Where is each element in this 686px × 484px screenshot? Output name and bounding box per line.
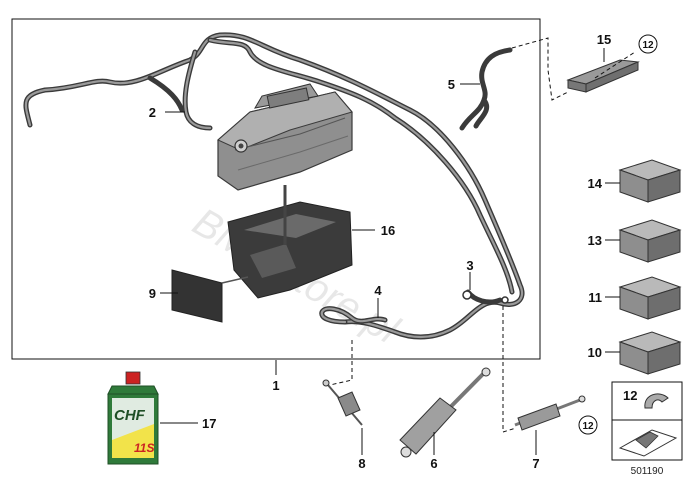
fluid-bottle: CHF 11S	[107, 371, 159, 465]
hose-part-5	[459, 47, 513, 131]
sensor-part-15	[566, 59, 640, 93]
callout-3: 3	[466, 258, 473, 273]
callout-12: 12	[623, 388, 637, 403]
box-part-14	[618, 159, 682, 203]
callout-4: 4	[374, 283, 382, 298]
sensor-part-8	[322, 379, 363, 426]
callout-7: 7	[532, 456, 539, 471]
callout-6: 6	[430, 456, 437, 471]
pad-part	[171, 269, 223, 323]
svg-text:12: 12	[582, 421, 594, 432]
callout-9: 9	[149, 286, 156, 301]
callout-16: 16	[381, 223, 395, 238]
callout-15: 15	[597, 32, 611, 47]
callout-2: 2	[149, 105, 156, 120]
callout-13: 13	[588, 233, 602, 248]
strut-part-6	[399, 367, 491, 458]
diagram-number: 501190	[631, 466, 664, 477]
svg-text:12: 12	[642, 40, 654, 51]
callout-5: 5	[448, 77, 455, 92]
bottle-code-text: 11S	[134, 441, 154, 455]
callout-14: 14	[588, 176, 603, 191]
callout-8: 8	[358, 456, 365, 471]
callout-11: 11	[588, 290, 602, 305]
callout-10: 10	[588, 345, 602, 360]
box-part-11	[618, 276, 682, 320]
bracket-part	[227, 185, 353, 299]
hose-lines	[23, 32, 525, 340]
clip-icon	[644, 393, 669, 409]
callout-1: 1	[272, 378, 279, 393]
strut-part-7	[514, 395, 586, 431]
bottle-brand-text: CHF	[114, 407, 146, 424]
leader-lines	[160, 37, 636, 455]
circled-ref-top: 12	[638, 34, 658, 54]
box-part-13	[618, 219, 682, 263]
assembly-frame	[11, 18, 541, 360]
legend-box: 12	[611, 381, 683, 461]
box-part-10	[618, 331, 682, 375]
callout-17: 17	[202, 416, 216, 431]
reservoir-part	[217, 83, 353, 191]
circled-ref-bottom: 12	[578, 415, 598, 435]
